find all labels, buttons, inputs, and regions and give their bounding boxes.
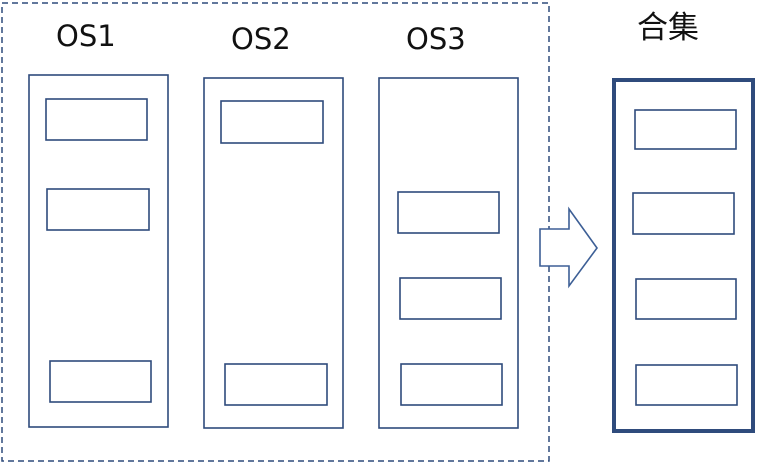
os1-item [46,188,150,231]
os1-item [49,360,152,403]
collection-item [635,364,738,406]
right-arrow-icon [539,206,598,289]
os2-item [224,363,328,406]
collection-item [634,109,737,150]
os3-item [397,191,500,234]
os2-item [220,100,324,144]
collection-label: 合集 [637,10,699,46]
os3-item [400,363,503,406]
os1-label: OS1 [56,19,116,53]
os3-item [399,277,502,320]
collection-item [635,278,737,320]
collection-item [632,192,735,235]
os1-item [45,98,148,141]
os2-label: OS2 [231,22,291,56]
os3-label: OS3 [406,22,466,56]
